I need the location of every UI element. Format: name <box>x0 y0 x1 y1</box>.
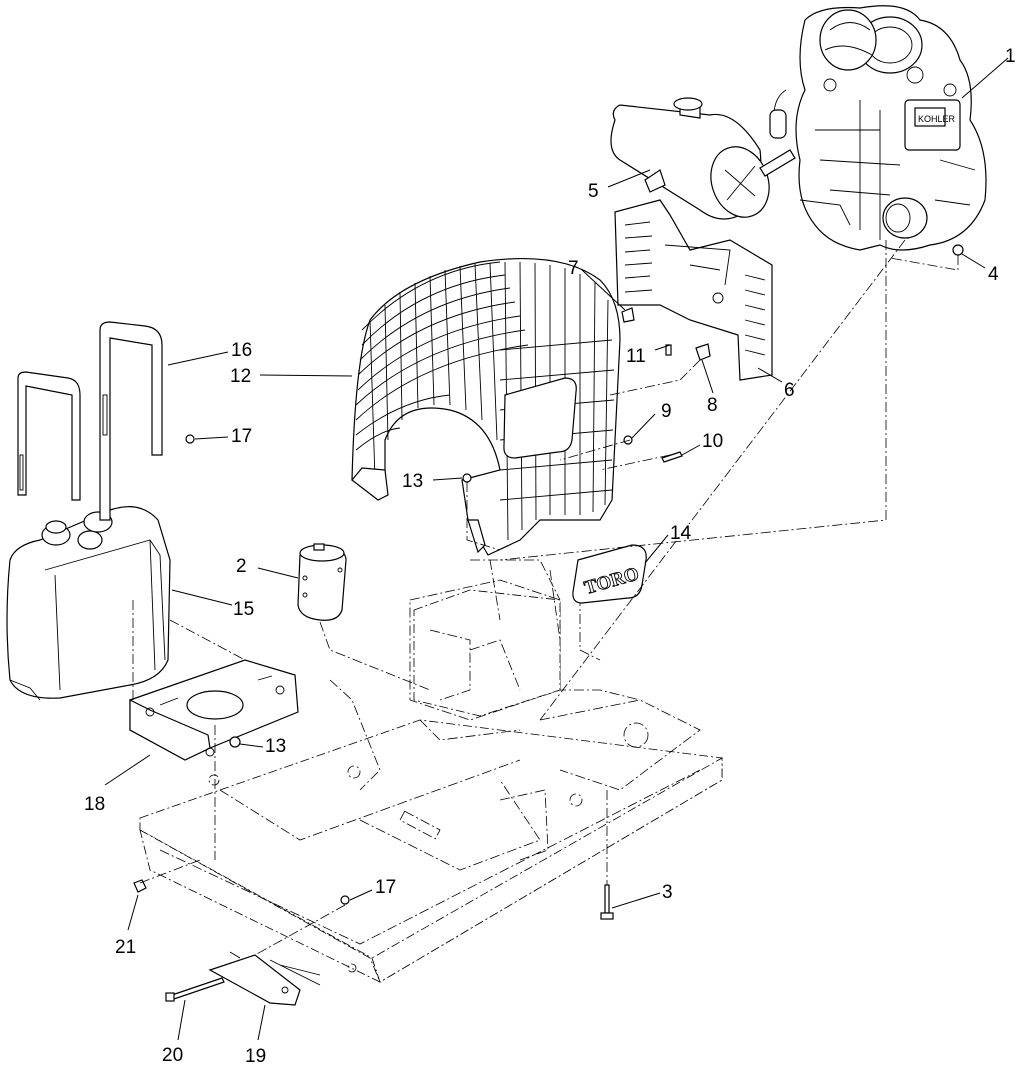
callout-20: 20 <box>162 1045 183 1066</box>
lower-bracket <box>208 951 321 1006</box>
callout-labels: 1 2 3 4 5 6 7 8 9 10 11 12 13 13 14 15 1… <box>84 46 1016 1067</box>
callout-7: 7 <box>568 258 579 279</box>
tank-strap-small <box>17 371 81 501</box>
callout-17-upper: 17 <box>231 426 252 447</box>
callout-5: 5 <box>588 181 599 202</box>
callout-17-lower: 17 <box>375 877 396 898</box>
callout-12: 12 <box>230 366 251 387</box>
bolt-7 <box>621 307 635 323</box>
nut-13-lower <box>229 736 241 748</box>
callout-18: 18 <box>84 794 105 815</box>
bolt-3 <box>600 884 614 920</box>
hardware <box>133 244 964 905</box>
callout-15: 15 <box>233 599 254 620</box>
engine-assembly: KOHLER <box>769 5 987 251</box>
clip-8 <box>695 343 711 361</box>
tank-mount-bracket <box>129 659 299 761</box>
callout-8: 8 <box>707 395 718 416</box>
callout-11: 11 <box>626 346 646 367</box>
toro-decal: TORO <box>572 544 647 604</box>
callout-2: 2 <box>236 556 247 577</box>
nut-13-upper <box>462 473 472 483</box>
nut-17-lower <box>340 895 350 905</box>
alignment-lines <box>132 239 959 956</box>
hydraulic-filter <box>297 543 347 621</box>
callout-19: 19 <box>245 1046 266 1067</box>
tank-strap-large <box>99 321 163 521</box>
muffler <box>610 97 796 220</box>
engine-mount-tower <box>413 559 601 717</box>
callout-14: 14 <box>670 523 692 544</box>
callout-21: 21 <box>115 937 136 958</box>
callout-1: 1 <box>1005 46 1016 67</box>
callout-9: 9 <box>661 401 672 422</box>
nut-17-upper <box>185 434 195 444</box>
callout-13-upper: 13 <box>402 471 423 492</box>
callout-13-lower: 13 <box>265 736 286 757</box>
svg-text:KOHLER: KOHLER <box>918 114 956 124</box>
callout-16: 16 <box>231 340 252 361</box>
muffler-heat-shield <box>614 199 773 381</box>
bolt-21 <box>133 879 147 893</box>
rear-grill-guard <box>351 258 621 556</box>
callout-4: 4 <box>988 264 999 285</box>
callout-6: 6 <box>784 380 795 401</box>
callout-10: 10 <box>702 431 723 452</box>
tank <box>6 506 171 701</box>
bolt-20 <box>165 977 225 1002</box>
chassis-frame <box>139 559 723 983</box>
nut-4 <box>952 244 964 256</box>
washer-9 <box>623 435 633 445</box>
callout-3: 3 <box>662 882 673 903</box>
leader-lines <box>104 57 1009 1041</box>
bolt-10 <box>661 451 683 463</box>
